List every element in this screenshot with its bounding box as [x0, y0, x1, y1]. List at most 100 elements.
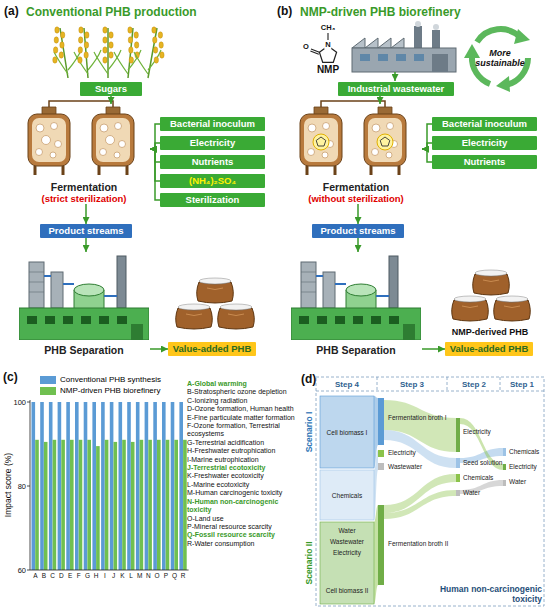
input-box: Electricity	[432, 136, 537, 150]
flow-arrow	[357, 238, 359, 252]
step-header: Step 2	[462, 380, 486, 389]
category-letter: A	[33, 572, 37, 579]
flow-arrow	[150, 348, 168, 350]
sankey-label: Water	[509, 478, 526, 485]
category-entry: R-Water consumption	[187, 540, 299, 548]
node-label: (NH₄)₂SO₄	[164, 175, 261, 187]
input-box: Nutrients	[160, 155, 265, 169]
sankey-label: Electricity	[333, 549, 361, 556]
flow-arrow	[422, 143, 432, 149]
atom-label: CH₃	[320, 24, 336, 32]
node-note: (without sterilization)	[308, 193, 404, 204]
product-box: Value-added PHB	[168, 342, 256, 356]
node-label: Bacterial inoculum	[164, 118, 261, 130]
input-box: Sterilization	[160, 193, 265, 207]
legend-swatch	[40, 387, 56, 395]
category-letter: K	[120, 572, 124, 579]
category-letter: C	[50, 572, 55, 579]
step-header: Step 3	[400, 380, 424, 389]
node-label: Sugars	[84, 83, 138, 95]
scenario-label: Scenario I	[304, 412, 314, 453]
sankey-label: Seed solution	[463, 459, 502, 466]
node-label: Nutrients	[164, 156, 261, 168]
impact-title: Human non-carcinogenic toxicity	[424, 584, 542, 604]
flow-arrow	[357, 204, 359, 224]
sankey-label: Water	[463, 489, 480, 496]
category-entry: I-Marine eutrophication	[187, 456, 299, 464]
input-box: Bacterial inoculum	[432, 117, 537, 131]
separation-unit: PHB Separation	[18, 252, 150, 356]
input-box: (NH₄)₂SO₄	[160, 174, 265, 188]
sankey-label: Wastewater	[330, 538, 364, 545]
node-label: Value-added PHB	[449, 343, 529, 355]
stream-box: Product streams	[312, 224, 404, 238]
product-label: NMP-derived PHB	[452, 327, 529, 337]
category-entry: N-Human non-carcinogenic toxicity	[187, 498, 299, 515]
panel-title: NMP-driven PHB biorefinery	[300, 5, 461, 19]
sankey-label: Cell biomass II	[326, 587, 369, 594]
category-entry: O-Land use	[187, 515, 299, 523]
input-box: Industrial wastewater	[338, 82, 454, 96]
category-letter: P	[164, 572, 168, 579]
flow-arrow	[85, 238, 87, 252]
node-label: Fermentation	[323, 181, 390, 193]
node-label: Electricity	[164, 137, 261, 149]
atom-label: O	[302, 43, 310, 51]
panel-tag: (b)	[277, 4, 292, 18]
panel-tag: (d)	[301, 372, 316, 386]
category-letter: N	[146, 572, 151, 579]
category-entry: K-Freshwater ecotoxicity	[187, 472, 299, 480]
tick-label: 100	[13, 398, 26, 407]
sankey-label: Fermentation broth II	[388, 540, 448, 547]
category-letter: Q	[172, 572, 177, 579]
sankey-label: Chemicals	[509, 448, 539, 455]
tick-label: 80	[18, 482, 26, 491]
node-label: Electricity	[436, 137, 533, 149]
input-box: Sugars	[80, 82, 142, 96]
category-letter: H	[94, 572, 99, 579]
chemical-name: NMP	[317, 64, 339, 75]
tick-label: 60	[18, 566, 26, 575]
flow-arrow	[85, 204, 87, 224]
panel-tag: (c)	[3, 370, 18, 384]
category-entry: M-Human carcinogenic toxicity	[187, 489, 299, 497]
category-letter: R	[181, 572, 186, 579]
category-letter: L	[129, 572, 133, 579]
flow-arrow	[379, 96, 381, 104]
category-entry: Q-Fossil resource scarcity	[187, 531, 299, 539]
category-letter: E	[68, 572, 72, 579]
category-letter: G	[85, 572, 90, 579]
stream-box: Product streams	[40, 224, 132, 238]
flow-arrow	[150, 143, 160, 149]
node-label: Value-added PHB	[172, 343, 252, 355]
category-entry: E-Fine particulate matter formation	[187, 414, 299, 422]
category-list: A-Global warmingB-Stratospheric ozone de…	[187, 380, 299, 548]
flow-arrow	[422, 149, 432, 162]
node-label: Sterilization	[164, 194, 261, 206]
fermenter: Fermentation(without sterilization)	[290, 104, 422, 204]
legend-entry: Conventional PHB synthesis	[40, 374, 161, 385]
icon-label: More sustainable	[473, 48, 527, 68]
fermenter: Fermentation(strict sterilization)	[18, 104, 150, 204]
category-letter: J	[112, 572, 115, 579]
sankey-label: Electricity	[388, 449, 416, 456]
category-entry: P-Mineral resource scarcity	[187, 523, 299, 531]
input-box: Nutrients	[432, 155, 537, 169]
legend-entry: NMP-driven PHB biorefinery	[40, 385, 161, 396]
step-header: Step 4	[335, 380, 359, 389]
category-letter: M	[137, 572, 142, 579]
sankey-label: Fermentation broth I	[388, 414, 447, 421]
category-letter: I	[104, 572, 106, 579]
node-label: PHB Separation	[44, 344, 123, 356]
category-letter: O	[155, 572, 160, 579]
legend-text: NMP-driven PHB biorefinery	[60, 386, 160, 395]
category-entry: F-Ozone formation, Terrestrial ecosystem…	[187, 422, 299, 439]
category-entry: G-Terrestrial acidification	[187, 439, 299, 447]
panel-title: Conventional PHB production	[26, 5, 197, 19]
sankey-label: Cell biomass I	[327, 429, 368, 436]
scenario-label: Scenario II	[304, 542, 314, 585]
node-label: Product streams	[316, 225, 400, 237]
sankey-label: Chemicals	[332, 492, 362, 499]
flow-arrow	[110, 96, 112, 104]
category-entry: L-Marine ecotoxicity	[187, 481, 299, 489]
